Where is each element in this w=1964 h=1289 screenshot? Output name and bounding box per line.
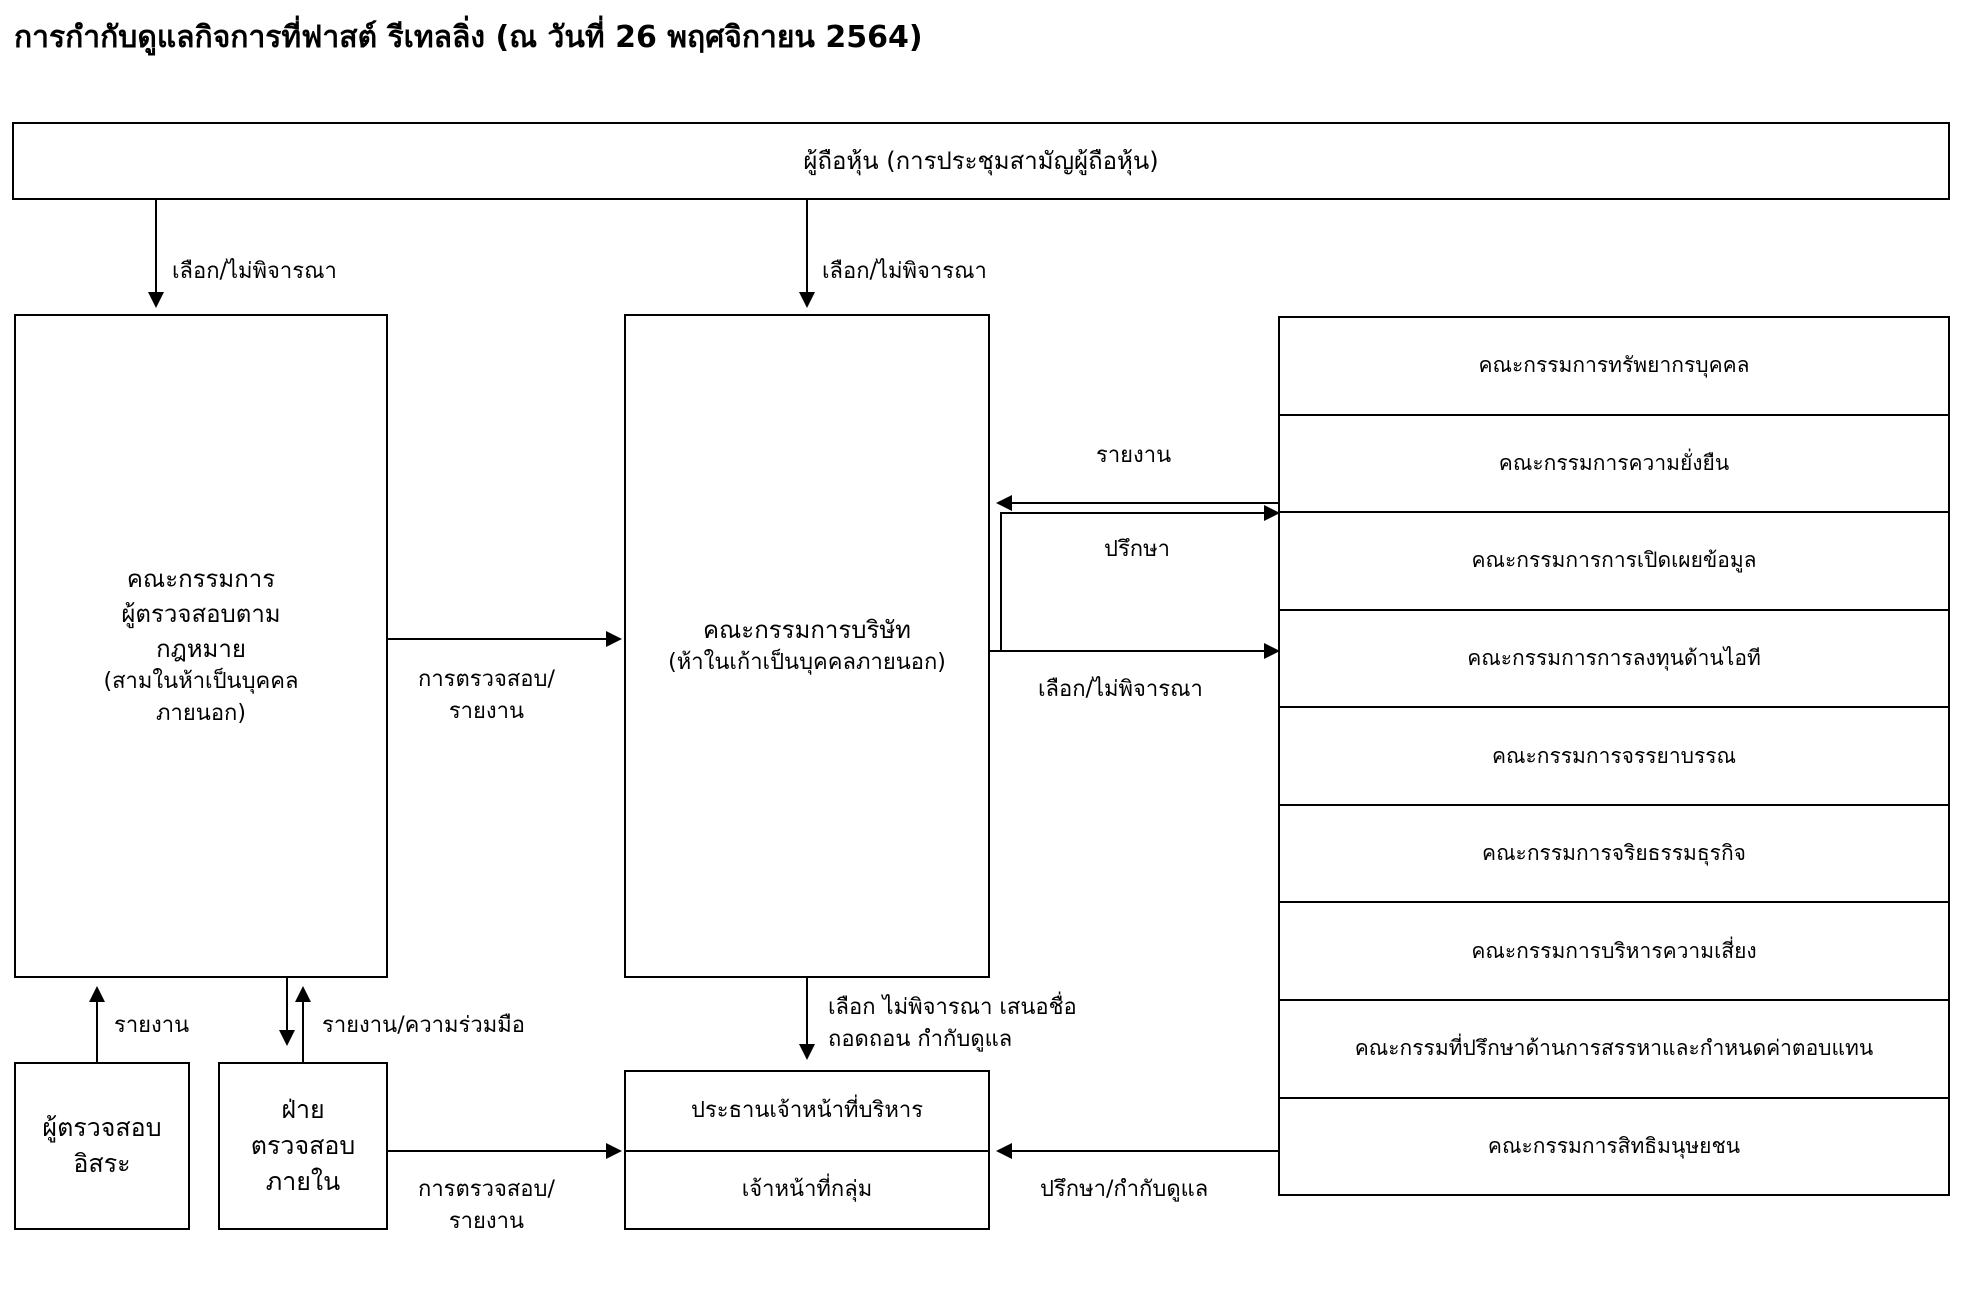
arrowhead-board-to-executive: [799, 1044, 815, 1060]
page-title: การกำกับดูแลกิจการที่ฟาสต์ รีเทลลิ่ง (ณ …: [14, 20, 923, 55]
committee-label: คณะกรรมการทรัพยากรบุคคล: [1478, 353, 1750, 378]
edge-label-audit-to-board-line1: การตรวจสอบ/: [418, 667, 555, 692]
committee-label: คณะกรรมการความยั่งยืน: [1498, 450, 1730, 475]
arrowhead-audit-to-board: [606, 631, 622, 647]
node-statutory-auditors-committee: คณะกรรมการ ผู้ตรวจสอบตาม กฎหมาย (สามในห้…: [14, 314, 388, 978]
edge-label-committees-to-board: รายงาน: [1096, 443, 1172, 468]
connector-board-to-committees-elect: [990, 650, 1270, 652]
arrowhead-shareholders-to-board: [799, 292, 815, 308]
connector-committees-to-executive: [1010, 1150, 1280, 1152]
audit-committee-line1: คณะกรรมการ: [126, 564, 276, 593]
arrowhead-board-to-committees-consult: [1264, 505, 1280, 521]
audit-committee-line4: (สามในห้าเป็นบุคคล: [103, 669, 299, 695]
committee-row[interactable]: คณะกรรมการบริหารความเสี่ยง: [1280, 903, 1948, 1001]
connector-internal-audit-to-audit-up: [302, 1000, 304, 1062]
executive-ceo-row: ประธานเจ้าหน้าที่บริหาร: [626, 1072, 988, 1150]
arrowhead-shareholders-to-audit: [148, 292, 164, 308]
committee-label: คณะกรรมการสิทธิมนุษยชน: [1487, 1133, 1741, 1158]
node-shareholders: ผู้ถือหุ้น (การประชุมสามัญผู้ถือหุ้น): [12, 122, 1950, 200]
committee-label: คณะกรรมการการเปิดเผยข้อมูล: [1471, 548, 1757, 573]
committee-row[interactable]: คณะกรรมที่ปรึกษาด้านการสรรหาและกำหนดค่าต…: [1280, 1000, 1948, 1099]
arrowhead-internal-audit-to-executive: [606, 1143, 622, 1159]
edge-label-board-to-committees-elect: เลือก/ไม่พิจารณา: [1038, 677, 1203, 702]
connector-committees-to-board: [1010, 502, 1280, 504]
executive-group-officers-label: เจ้าหน้าที่กลุ่ม: [741, 1177, 873, 1203]
arrowhead-internal-audit-to-audit: [295, 986, 311, 1002]
executive-group-officers-row: เจ้าหน้าที่กลุ่ม: [626, 1150, 988, 1228]
audit-committee-line3: กฎหมาย: [156, 634, 246, 663]
edge-label-committees-to-executive: ปรึกษา/กำกับดูแล: [1040, 1177, 1209, 1202]
arrowhead-audit-to-internal-audit: [279, 1030, 295, 1046]
node-board-of-directors: คณะกรรมการบริษัท (ห้าในเก้าเป็นบุคคลภายน…: [624, 314, 990, 978]
edge-label-audit-to-board-line2: รายงาน: [448, 698, 525, 724]
arrowhead-board-to-committees-elect: [1264, 643, 1280, 659]
committee-row[interactable]: คณะกรรมการจรรยาบรรณ: [1280, 708, 1948, 806]
committee-row[interactable]: คณะกรรมการความยั่งยืน: [1280, 415, 1948, 514]
connector-independent-auditor-to-audit: [96, 1000, 98, 1062]
edge-label-board-to-committees-consult: ปรึกษา: [1104, 537, 1170, 562]
edge-label-internal-audit-to-executive: การตรวจสอบ/ รายงาน: [418, 1174, 555, 1238]
node-internal-audit-department: ฝ่าย ตรวจสอบ ภายใน: [218, 1062, 388, 1230]
independent-auditor-line1: ผู้ตรวจสอบ: [42, 1112, 162, 1142]
node-independent-auditor: ผู้ตรวจสอบ อิสระ: [14, 1062, 190, 1230]
committee-row[interactable]: คณะกรรมการจริยธรรมธุรกิจ: [1280, 805, 1948, 904]
committee-row[interactable]: คณะกรรมการทรัพยากรบุคคล: [1280, 318, 1948, 416]
shareholders-label: ผู้ถือหุ้น (การประชุมสามัญผู้ถือหุ้น): [803, 146, 1159, 175]
edge-label-internal-audit-to-audit: รายงาน/ความร่วมมือ: [322, 1013, 525, 1038]
committee-label: คณะกรรมการการลงทุนด้านไอที: [1467, 645, 1761, 670]
edge-label-board-to-executive-line1: เลือก ไม่พิจารณา เสนอชื่อ: [828, 995, 1077, 1020]
committee-row[interactable]: คณะกรรมการการลงทุนด้านไอที: [1280, 610, 1948, 709]
committee-label: คณะกรรมที่ปรึกษาด้านการสรรหาและกำหนดค่าต…: [1354, 1036, 1874, 1061]
board-line1: คณะกรรมการบริษัท: [702, 615, 911, 644]
edge-label-internal-audit-to-executive-line2: รายงาน: [448, 1208, 525, 1234]
connector-shareholders-to-board: [806, 200, 808, 294]
internal-audit-line1: ฝ่าย: [281, 1094, 325, 1124]
edge-label-audit-to-board: การตรวจสอบ/ รายงาน: [418, 664, 555, 728]
committee-label: คณะกรรมการจริยธรรมธุรกิจ: [1482, 841, 1746, 866]
connector-audit-to-internal-audit-down: [286, 978, 288, 1034]
arrowhead-committees-to-executive: [996, 1143, 1012, 1159]
edge-label-internal-audit-to-executive-line1: การตรวจสอบ/: [418, 1177, 555, 1202]
committee-list: คณะกรรมการทรัพยากรบุคคล คณะกรรมการความยั…: [1278, 316, 1950, 1196]
internal-audit-line3: ภายใน: [265, 1167, 341, 1197]
connector-board-to-executive: [806, 978, 808, 1048]
committee-row[interactable]: คณะกรรมการสิทธิมนุษยชน: [1280, 1098, 1948, 1195]
edge-label-shareholders-to-audit: เลือก/ไม่พิจารณา: [172, 259, 337, 284]
committee-label: คณะกรรมการบริหารความเสี่ยง: [1471, 938, 1757, 963]
connector-board-stub-consult: [1000, 512, 1002, 652]
node-executive: ประธานเจ้าหน้าที่บริหาร เจ้าหน้าที่กลุ่ม: [624, 1070, 990, 1230]
connector-internal-audit-to-executive: [388, 1150, 608, 1152]
connector-board-to-committees-consult: [1000, 512, 1268, 514]
edge-label-shareholders-to-board: เลือก/ไม่พิจารณา: [822, 259, 987, 284]
audit-committee-line2: ผู้ตรวจสอบตาม: [121, 599, 281, 628]
executive-ceo-label: ประธานเจ้าหน้าที่บริหาร: [690, 1098, 924, 1124]
connector-audit-to-board: [388, 638, 608, 640]
board-line2: (ห้าในเก้าเป็นบุคคลภายนอก): [668, 650, 946, 676]
connector-shareholders-to-audit: [155, 200, 157, 294]
independent-auditor-line2: อิสระ: [73, 1149, 131, 1178]
edge-label-board-to-executive-line2: ถอดถอน กำกับดูแล: [828, 1026, 1013, 1052]
internal-audit-line2: ตรวจสอบ: [250, 1130, 356, 1160]
arrowhead-committees-to-board: [996, 495, 1012, 511]
committee-row[interactable]: คณะกรรมการการเปิดเผยข้อมูล: [1280, 513, 1948, 611]
arrowhead-independent-auditor-to-audit: [89, 986, 105, 1002]
committee-label: คณะกรรมการจรรยาบรรณ: [1491, 743, 1737, 768]
edge-label-independent-auditor-to-audit: รายงาน: [114, 1013, 190, 1038]
edge-label-board-to-executive: เลือก ไม่พิจารณา เสนอชื่อ ถอดถอน กำกับดู…: [828, 992, 1077, 1056]
audit-committee-line5: ภายนอก): [156, 701, 246, 727]
